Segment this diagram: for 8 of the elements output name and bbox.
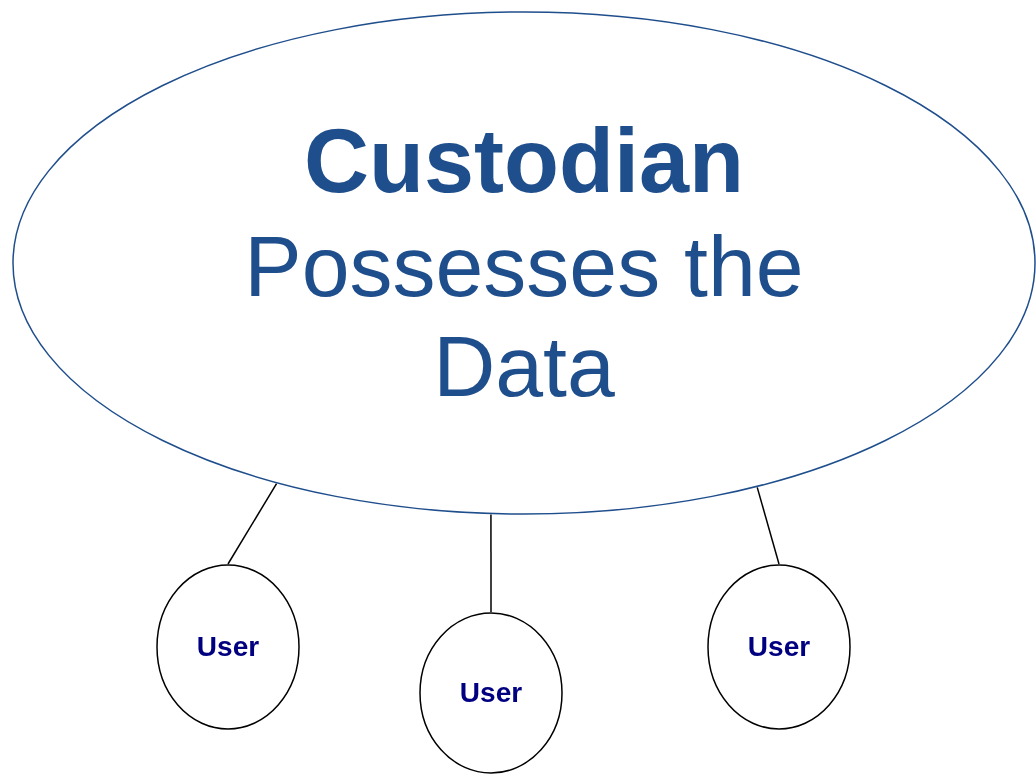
connector-line	[756, 486, 780, 565]
description: Possesses the Data	[243, 217, 805, 416]
connector-line	[227, 482, 278, 565]
node-label: User	[746, 631, 812, 663]
node-label: User	[195, 631, 261, 663]
node-label: User	[458, 677, 524, 709]
heading: Custodian	[303, 110, 745, 213]
connector-line	[490, 513, 492, 613]
